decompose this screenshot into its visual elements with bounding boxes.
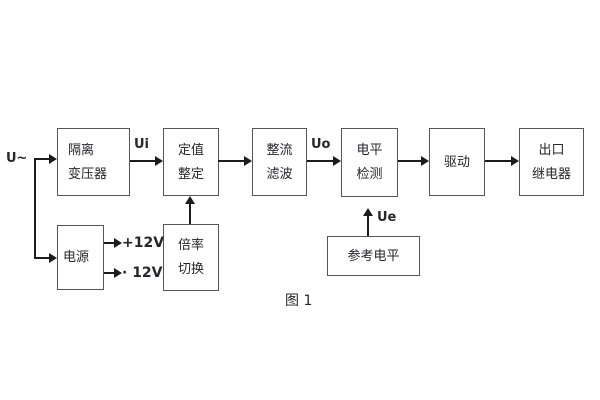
power-negative-rail-arrowhead-icon [114, 268, 122, 278]
power-positive-rail-line [104, 242, 116, 244]
reference-to-level-line [367, 216, 369, 236]
block-value-setting: 定值 整定 [163, 128, 219, 196]
block-rectifier-filter: 整流 滤波 [252, 128, 307, 196]
block-label-line: 检测 [356, 167, 383, 182]
block-level-detection: 电平 检测 [341, 128, 398, 197]
block-label-line: 倍率 [177, 238, 204, 253]
block-label-line: 定值 [177, 142, 204, 158]
power-negative-rail-line [104, 272, 116, 274]
setting-to-rectifier-arrowhead-icon [244, 156, 252, 166]
reference-to-level-arrowhead-icon [363, 208, 373, 216]
block-label-line: 切换 [177, 262, 204, 277]
input-to-power-line [34, 257, 50, 259]
signal-label-ue: Ue [377, 210, 397, 225]
power-positive-rail-arrowhead-icon [114, 238, 122, 248]
block-isolation-transformer: 隔离 变压器 [57, 128, 130, 196]
block-label-line: 滤波 [266, 166, 293, 182]
signal-label-uo: Uo [311, 137, 331, 152]
block-label-line: 出口 [538, 142, 565, 158]
drive-to-relay-arrowhead-icon [511, 156, 519, 166]
block-label-line: 参考电平 [347, 248, 400, 264]
block-power-supply: 电源 [57, 225, 104, 290]
block-label-line: 变压器 [68, 166, 108, 182]
block-label-line: 电源 [63, 250, 90, 265]
ratio-to-setting-arrowhead-icon [185, 196, 195, 204]
transformer-to-setting-line [130, 160, 157, 162]
ratio-to-setting-line [189, 204, 191, 224]
rectifier-to-level-arrowhead-icon [333, 156, 341, 166]
block-label-line: 电平 [356, 143, 383, 158]
block-ratio-switch: 倍率 切换 [163, 224, 219, 291]
block-output-relay: 出口 继电器 [519, 128, 584, 196]
level-to-drive-line [398, 160, 422, 162]
drive-to-relay-line [485, 160, 512, 162]
block-reference-level: 参考电平 [327, 236, 420, 276]
transformer-to-setting-arrowhead-icon [155, 156, 163, 166]
input-to-transformer-arrowhead-icon [49, 154, 57, 164]
block-label-line: 整流 [266, 142, 293, 158]
level-to-drive-arrowhead-icon [421, 156, 429, 166]
block-label-line: 驱动 [443, 154, 470, 170]
block-label-line: 整定 [177, 166, 204, 182]
input-label-u: U~ [6, 151, 28, 166]
block-drive: 驱动 [429, 128, 485, 196]
setting-to-rectifier-line [218, 160, 245, 162]
rectifier-to-level-line [307, 160, 334, 162]
input-to-transformer-line [34, 158, 50, 160]
block-label-line: 继电器 [531, 166, 571, 182]
input-branch-vertical-line [34, 158, 36, 259]
power-label-plus12v: +12V [122, 235, 165, 251]
power-label-minus12v: · 12V [122, 265, 163, 281]
figure-caption: 图 1 [285, 293, 313, 309]
signal-label-ui: Ui [134, 137, 150, 152]
input-to-power-arrowhead-icon [49, 253, 57, 263]
block-label-line: 隔离 [68, 142, 95, 158]
